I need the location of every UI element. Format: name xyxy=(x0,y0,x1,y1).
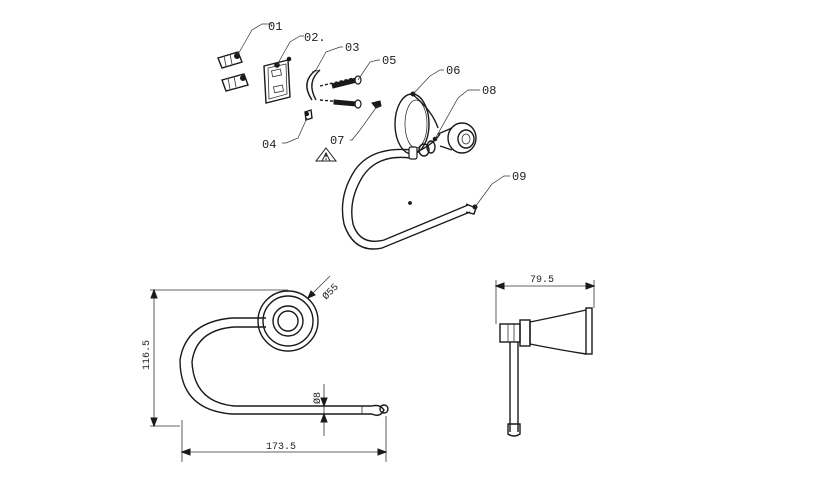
bar-diameter-dimension: Ø8 xyxy=(312,392,324,404)
callout-label-03: 03 xyxy=(345,41,359,55)
holder-arm-exploded xyxy=(341,143,478,250)
allen-key xyxy=(371,100,382,109)
callout-label-02: 02. xyxy=(304,31,326,45)
callout-label-07: 07 xyxy=(330,134,344,148)
callout-label-01: 01 xyxy=(268,20,282,34)
screw-lower xyxy=(319,99,362,109)
callout-label-04: 04 xyxy=(262,138,276,152)
wall-anchor-lower xyxy=(221,73,249,92)
callout-label-08: 08 xyxy=(482,84,496,98)
callout-label-05: 05 xyxy=(382,54,396,68)
screw-upper xyxy=(319,75,362,89)
callout-leaders xyxy=(236,23,510,208)
callout-label-09: 09 xyxy=(512,170,526,184)
rosette-diameter-dimension: Ø55 xyxy=(320,282,341,303)
callout-label-06: 06 xyxy=(446,64,460,78)
width-dimension: 173.5 xyxy=(266,442,296,453)
warning-triangle-icon xyxy=(314,147,338,162)
exploded-view: 01 02. 03 04 05 06 07 08 09 xyxy=(217,20,526,250)
depth-dimension: 79.5 xyxy=(530,275,554,286)
wall-rosette xyxy=(394,91,441,155)
set-screw xyxy=(304,109,313,121)
mounting-clip xyxy=(306,69,321,101)
wall-anchor-upper xyxy=(217,51,243,69)
decorative-collar xyxy=(426,122,477,154)
side-view: 79.5 xyxy=(494,275,596,437)
height-dimension: 116.5 xyxy=(142,340,153,370)
mounting-plate xyxy=(263,56,292,104)
front-view: 116.5 173.5 Ø55 Ø8 xyxy=(142,275,389,462)
